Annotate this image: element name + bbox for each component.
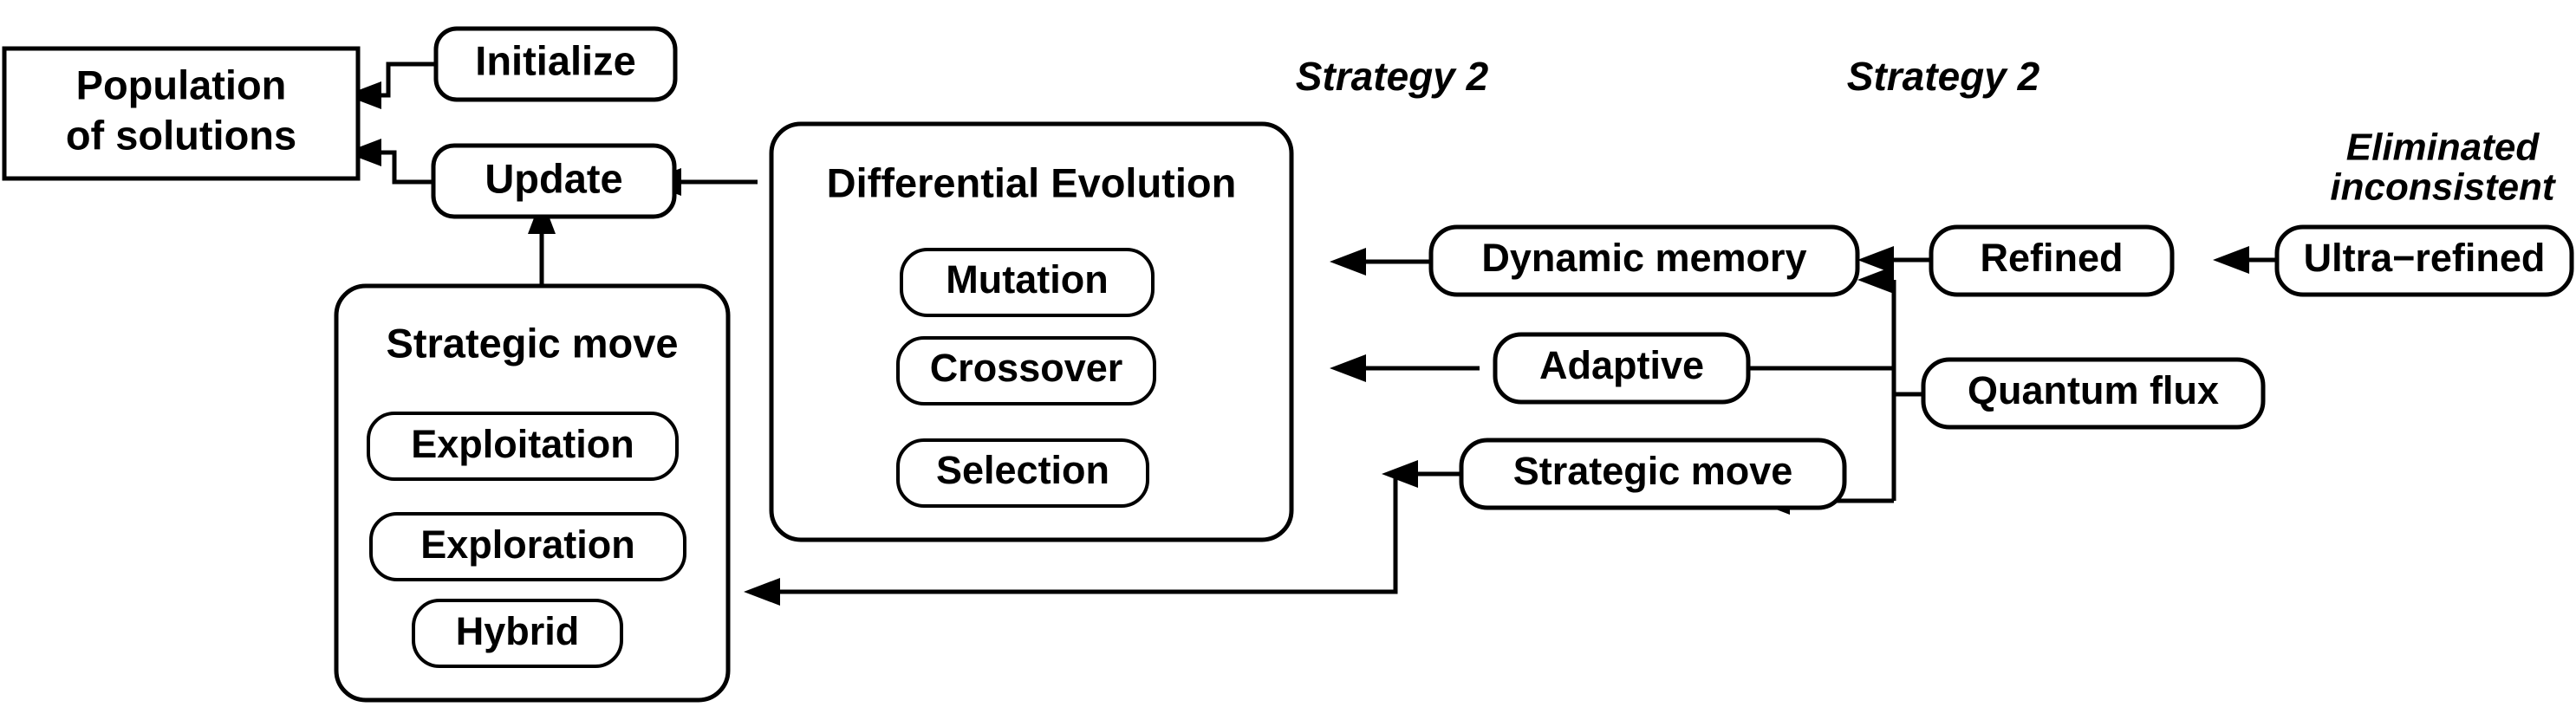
annotation-eliminated-line2: inconsistent bbox=[2330, 166, 2556, 209]
node-strategic-move-right-box[interactable] bbox=[1459, 438, 1847, 510]
node-adaptive-box[interactable] bbox=[1493, 332, 1751, 405]
connector-adaptive-to-de bbox=[1330, 354, 1480, 382]
node-hybrid-box[interactable] bbox=[412, 599, 623, 668]
annotation-strategy2-a: Strategy 2 bbox=[1296, 54, 1489, 99]
node-update-label: Update bbox=[485, 155, 622, 201]
node-selection-label: Selection bbox=[936, 448, 1109, 492]
node-quantum-flux-label: Quantum flux bbox=[1968, 368, 2219, 412]
node-exploration-label: Exploration bbox=[420, 522, 635, 567]
connector-dynamicmemory-to-de bbox=[1330, 248, 1431, 276]
node-hybrid-label: Hybrid bbox=[456, 609, 580, 653]
node-selection-box[interactable] bbox=[896, 438, 1149, 508]
node-mutation-label: Mutation bbox=[946, 257, 1108, 302]
node-update-box[interactable] bbox=[431, 143, 677, 219]
node-initialize-box[interactable] bbox=[433, 26, 678, 102]
connector-initialize-to-population bbox=[345, 62, 436, 109]
node-dynamic-memory-label: Dynamic memory bbox=[1481, 236, 1806, 280]
connector-strategicmoveright-to-de bbox=[1382, 460, 1461, 488]
annotation-eliminated-line1: Eliminated bbox=[2346, 126, 2540, 169]
annotation-strategy2-b: Strategy 2 bbox=[1847, 54, 2040, 99]
connector-strategicmoveright-to-strategicmoveleft bbox=[744, 474, 1398, 606]
node-population-label-line2: of solutions bbox=[66, 112, 296, 158]
node-differential-evolution-label: Differential Evolution bbox=[827, 159, 1237, 205]
node-adaptive-label: Adaptive bbox=[1539, 343, 1704, 387]
node-population-box[interactable] bbox=[2, 46, 361, 181]
node-population-label-line1: Population bbox=[76, 62, 287, 107]
node-quantum-flux-box[interactable] bbox=[1921, 357, 2266, 430]
node-dynamic-memory-box[interactable] bbox=[1428, 224, 1860, 297]
node-initialize-label: Initialize bbox=[475, 37, 635, 83]
node-strategic-move-left-box[interactable] bbox=[334, 283, 731, 703]
connector-refined-to-dynamicmemory bbox=[1857, 246, 1931, 274]
node-ultra-refined-label: Ultra−refined bbox=[2304, 236, 2546, 280]
node-differential-evolution-box[interactable] bbox=[769, 121, 1294, 542]
node-mutation-box[interactable] bbox=[900, 248, 1155, 317]
connector-update-to-population bbox=[345, 139, 433, 185]
node-exploitation-label: Exploitation bbox=[411, 422, 634, 466]
node-crossover-box[interactable] bbox=[896, 336, 1156, 405]
node-crossover-label: Crossover bbox=[930, 346, 1123, 390]
node-refined-box[interactable] bbox=[1929, 224, 2175, 297]
node-strategic-move-left-label: Strategic move bbox=[387, 320, 679, 366]
node-exploitation-box[interactable] bbox=[367, 412, 679, 481]
node-ultra-refined-box[interactable] bbox=[2274, 224, 2574, 297]
node-exploration-box[interactable] bbox=[369, 512, 686, 581]
node-refined-label: Refined bbox=[1980, 236, 2123, 280]
node-strategic-move-right-label: Strategic move bbox=[1513, 449, 1793, 493]
connector-ultrarefined-to-refined bbox=[2213, 246, 2277, 274]
